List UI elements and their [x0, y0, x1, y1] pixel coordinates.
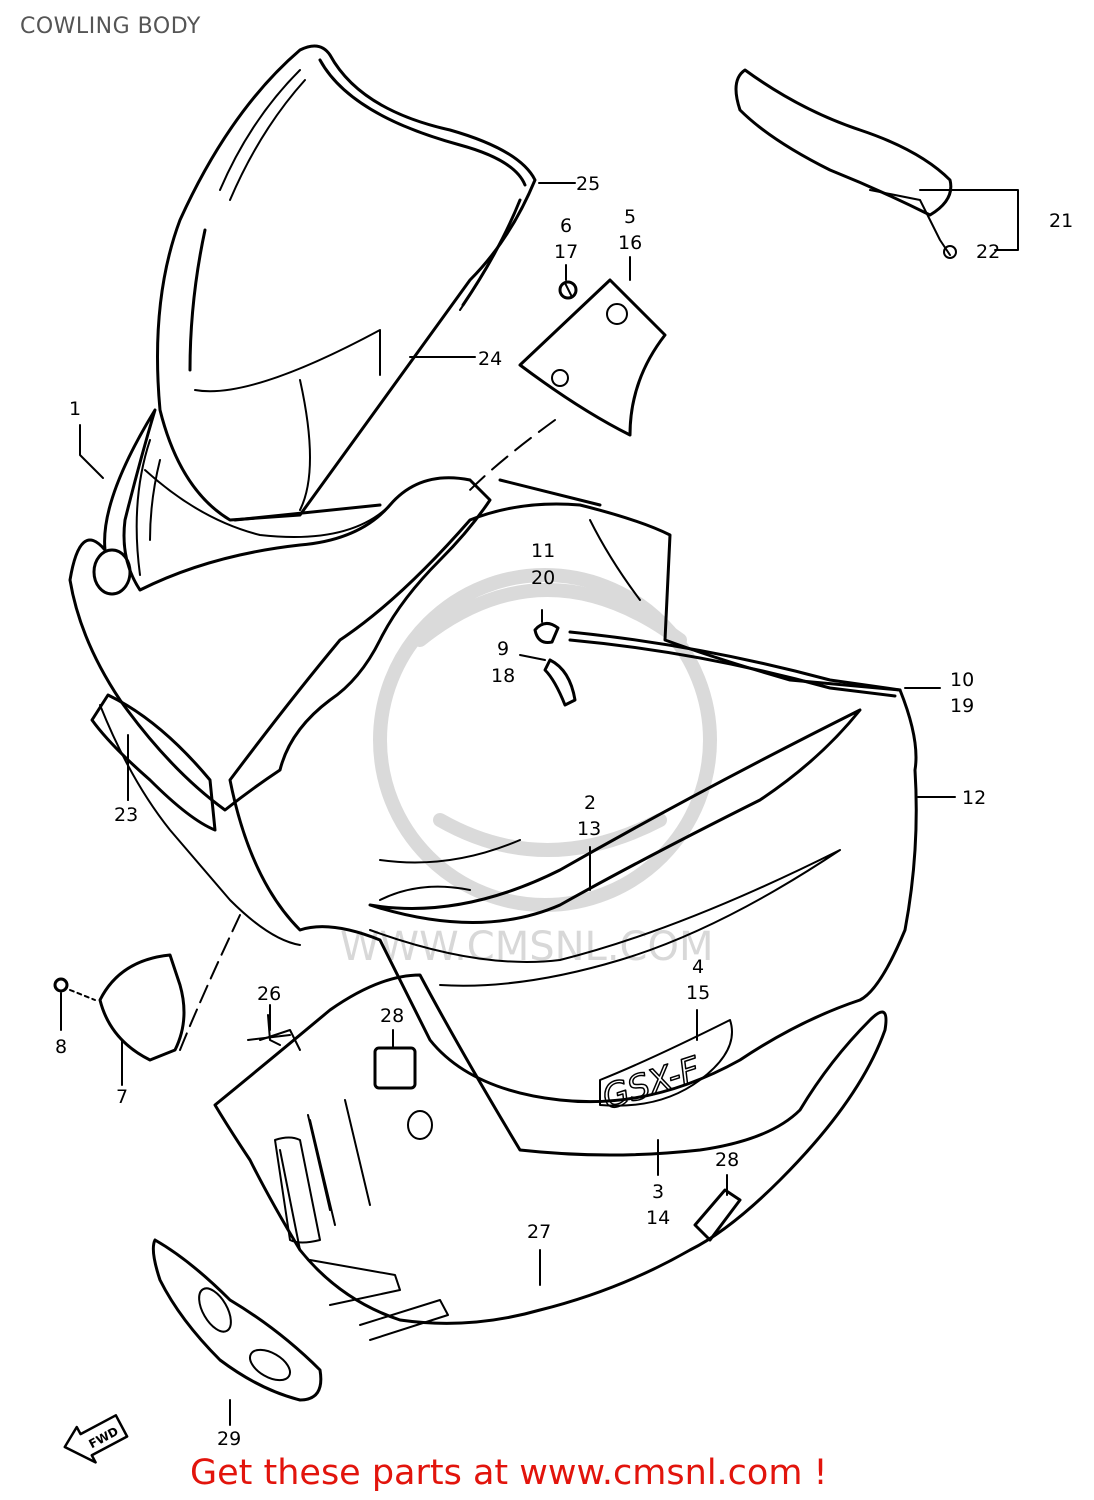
inner-panel-5 [518, 278, 667, 437]
callout-21: 21 [1049, 210, 1074, 232]
windscreen-inner [188, 58, 527, 372]
callout-4: 4 [692, 956, 705, 978]
callout-10: 10 [950, 669, 975, 691]
footer-cta-link[interactable]: Get these parts at www.cmsnl.com ! [190, 1453, 828, 1493]
screw-8 [53, 977, 69, 993]
callout-8: 8 [55, 1036, 68, 1058]
pad-28-upper [373, 1046, 417, 1090]
ram-air-cover-21 [734, 68, 953, 217]
pad-28-lower [693, 1188, 742, 1242]
callout-15: 15 [686, 982, 711, 1004]
forward-arrow-icon: FWD [63, 1414, 129, 1464]
headlight-opening [92, 548, 132, 596]
lower-bracket [151, 1238, 323, 1402]
callout-12: 12 [962, 787, 987, 809]
windscreen-trim [219, 69, 519, 311]
duct-23 [90, 693, 217, 832]
callout-13: 13 [577, 818, 602, 840]
callout-20: 20 [531, 567, 556, 589]
callout-18: 18 [491, 665, 516, 687]
model-badge: GSX-F [598, 1049, 706, 1118]
callout-6: 6 [560, 215, 573, 237]
callout-1: 1 [69, 398, 82, 420]
upper-cowl [68, 408, 492, 812]
callout-9: 9 [497, 638, 510, 660]
stripe-10 [568, 630, 902, 698]
callout-26: 26 [257, 983, 282, 1005]
callout-29: 29 [217, 1428, 242, 1450]
callout-28b: 28 [715, 1149, 740, 1171]
stripe-2 [368, 708, 862, 924]
leader-lines [79, 182, 1019, 1426]
callout-7: 7 [116, 1086, 129, 1108]
callout-25: 25 [576, 173, 601, 195]
watermark [373, 568, 717, 912]
clip-11 [533, 622, 560, 644]
callout-22: 22 [976, 241, 1001, 263]
callout-16: 16 [618, 232, 643, 254]
screw-6 [558, 280, 578, 300]
callout-27: 27 [527, 1221, 552, 1243]
callout-11: 11 [531, 540, 556, 562]
callout-2: 2 [584, 792, 597, 814]
callout-17: 17 [554, 241, 579, 263]
callout-5: 5 [624, 206, 637, 228]
callout-3: 3 [652, 1181, 665, 1203]
callout-23: 23 [114, 804, 139, 826]
side-cowl [228, 502, 918, 1104]
callout-28a: 28 [380, 1005, 405, 1027]
windscreen [156, 44, 537, 522]
callout-24: 24 [478, 348, 503, 370]
cap-plate [98, 953, 186, 1062]
page-title: COWLING BODY [20, 14, 201, 39]
callout-19: 19 [950, 695, 975, 717]
callout-14: 14 [646, 1207, 671, 1229]
lower-cowl [213, 973, 888, 1325]
grommet-9 [543, 658, 577, 707]
